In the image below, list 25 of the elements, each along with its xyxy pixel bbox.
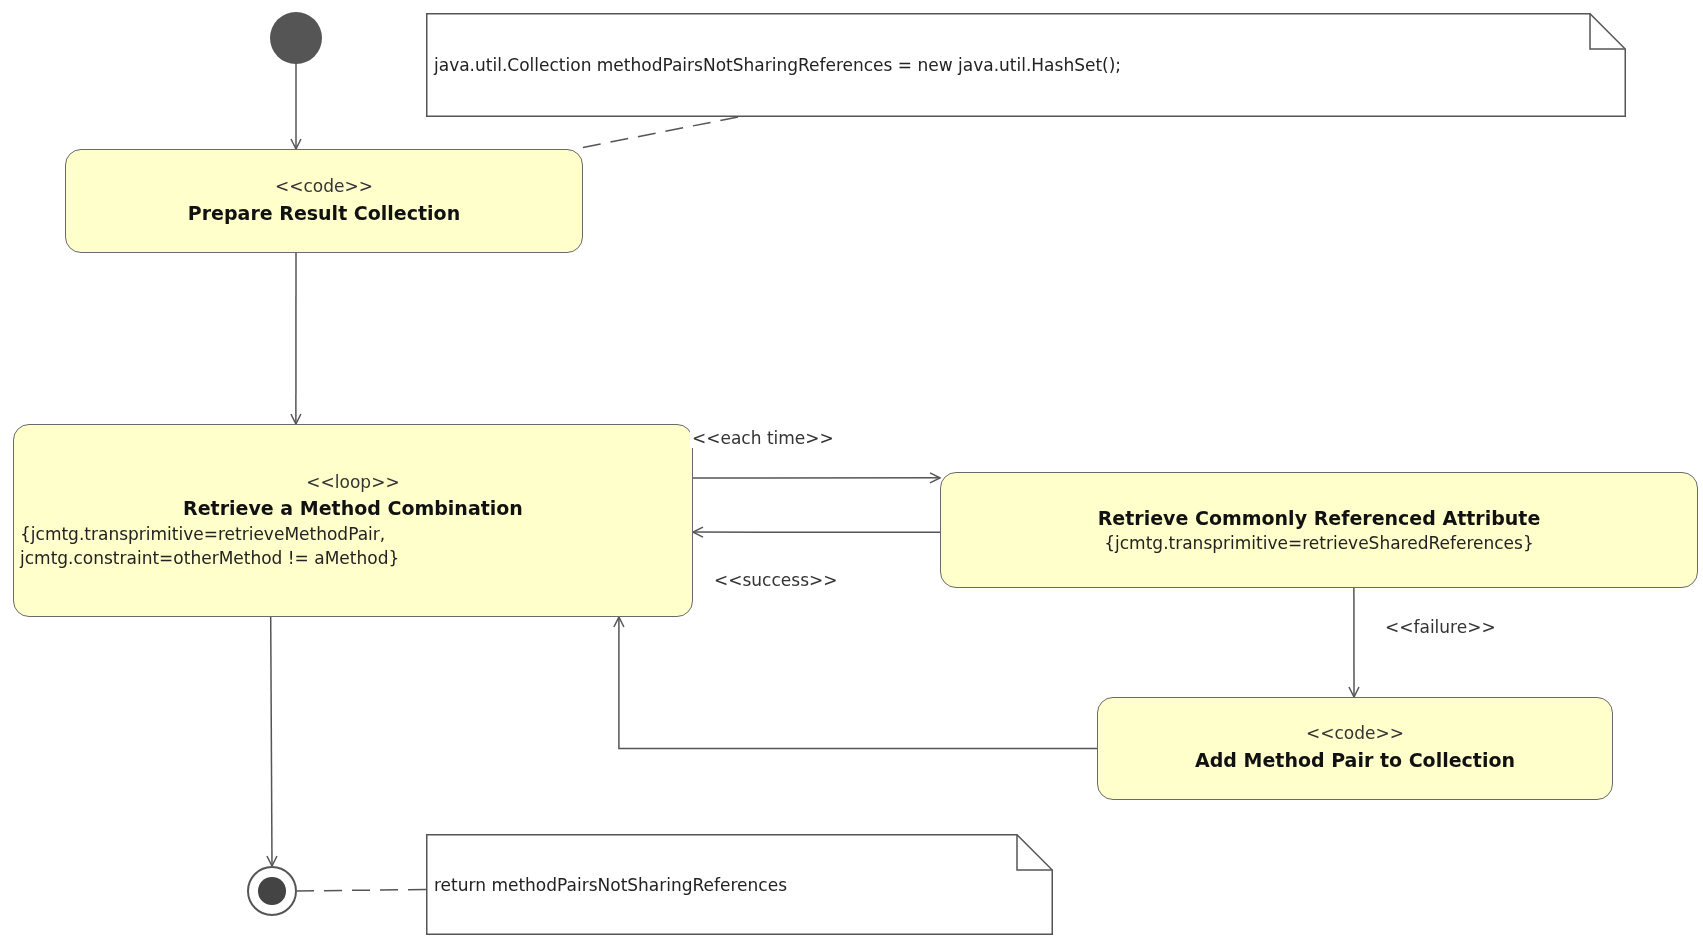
note-text: java.util.Collection methodPairsNotSharingReferences = new java.util.HashSet();	[434, 55, 1122, 75]
action-node	[1097, 697, 1613, 800]
action-title: Retrieve a Method Combination	[183, 496, 523, 522]
arrow	[692, 472, 941, 484]
arrow	[613, 616, 1098, 750]
note-text: return methodPairsNotSharingReferences	[434, 874, 787, 895]
stereotype-label: <<code>>	[275, 174, 373, 198]
note-connector	[296, 888, 427, 892]
action-node	[13, 424, 693, 617]
action-title: Add Method Pair to Collection	[1195, 748, 1515, 774]
stereotype-label: <<loop>>	[306, 470, 400, 494]
action-node	[65, 149, 583, 253]
arrow	[290, 252, 302, 425]
arrow	[692, 526, 941, 538]
final-node	[247, 866, 297, 916]
action-title: Prepare Result Collection	[187, 200, 461, 226]
arrow	[266, 616, 278, 867]
stereotype-label: <<code>>	[1306, 722, 1404, 746]
arrow	[290, 63, 302, 150]
action-title: Retrieve Commonly Referenced Attribute	[1097, 505, 1541, 531]
constraint-text: {jcmtg.transprimitive=retrieveSharedReferences}	[1104, 532, 1534, 556]
constraint-text: {jcmtg.transprimitive=retrieveMethodPair, jcmtg.constraint=otherMethod != aMethod}	[20, 522, 401, 570]
action-node	[940, 472, 1698, 588]
initial-node	[270, 12, 322, 64]
arrow	[1348, 587, 1360, 698]
